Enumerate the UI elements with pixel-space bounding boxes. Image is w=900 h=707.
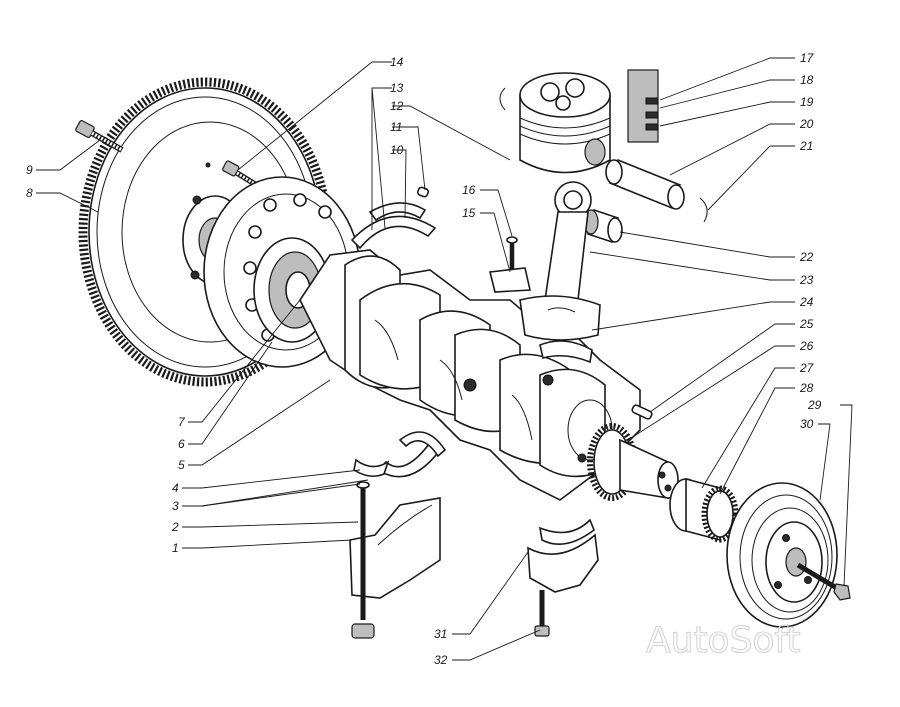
callout-28: 28 xyxy=(799,381,814,395)
callout-17: 17 xyxy=(800,51,815,65)
callout-29: 29 xyxy=(807,398,822,412)
callout-9: 9 xyxy=(26,163,33,177)
callout-8: 8 xyxy=(26,186,33,200)
flywheel-bolt xyxy=(75,120,124,153)
rear-bearing-cap xyxy=(527,518,599,637)
connecting-rod xyxy=(519,181,601,341)
callout-24: 24 xyxy=(799,295,814,309)
callout-16: 16 xyxy=(462,183,476,197)
callout-19: 19 xyxy=(800,95,814,109)
main-bearing-upper-shells xyxy=(350,186,437,250)
callout-27: 27 xyxy=(799,361,815,375)
leader-lines xyxy=(36,57,853,661)
damper-pulley xyxy=(726,482,851,628)
connecting-rod-cap xyxy=(539,340,593,364)
callout-32: 32 xyxy=(434,653,448,667)
piston-pin-circlip xyxy=(499,87,708,223)
callout-12: 12 xyxy=(390,99,404,113)
callout-14: 14 xyxy=(390,55,404,69)
callout-18: 18 xyxy=(800,73,814,87)
callout-22: 22 xyxy=(799,250,814,264)
pulley-hub xyxy=(669,477,739,543)
main-bearing-cap xyxy=(349,481,441,639)
piston-pin xyxy=(605,158,685,210)
piston-ring-set xyxy=(627,69,659,143)
rod-cap-bolt xyxy=(489,236,531,293)
callout-20: 20 xyxy=(799,117,814,131)
callout-30: 30 xyxy=(800,417,814,431)
callout-23: 23 xyxy=(799,273,814,287)
callout-15: 15 xyxy=(462,206,476,220)
callout-1: 1 xyxy=(172,541,179,555)
callout-13: 13 xyxy=(390,81,404,95)
crankshaft-gear xyxy=(587,423,679,501)
crankshaft-key xyxy=(631,404,653,420)
callout-6: 6 xyxy=(178,437,185,451)
callout-2: 2 xyxy=(171,520,179,534)
callout-26: 26 xyxy=(799,339,814,353)
callout-7: 7 xyxy=(178,415,186,429)
callout-4: 4 xyxy=(172,481,179,495)
crankshaft xyxy=(299,249,641,501)
main-bearing-lower-shells xyxy=(353,431,447,478)
callout-21: 21 xyxy=(799,139,813,153)
callout-25: 25 xyxy=(799,317,814,331)
callout-31: 31 xyxy=(434,627,447,641)
watermark-text: AutoSoft xyxy=(646,620,801,661)
callout-5: 5 xyxy=(178,458,185,472)
connecting-rod-bushing xyxy=(583,208,623,244)
callout-3: 3 xyxy=(172,499,179,513)
callout-11: 11 xyxy=(390,120,402,134)
callout-10: 10 xyxy=(390,143,404,157)
piston xyxy=(519,72,611,174)
callout-labels: 1 2 3 4 5 6 7 8 9 10 11 12 13 14 15 16 1… xyxy=(26,51,822,667)
